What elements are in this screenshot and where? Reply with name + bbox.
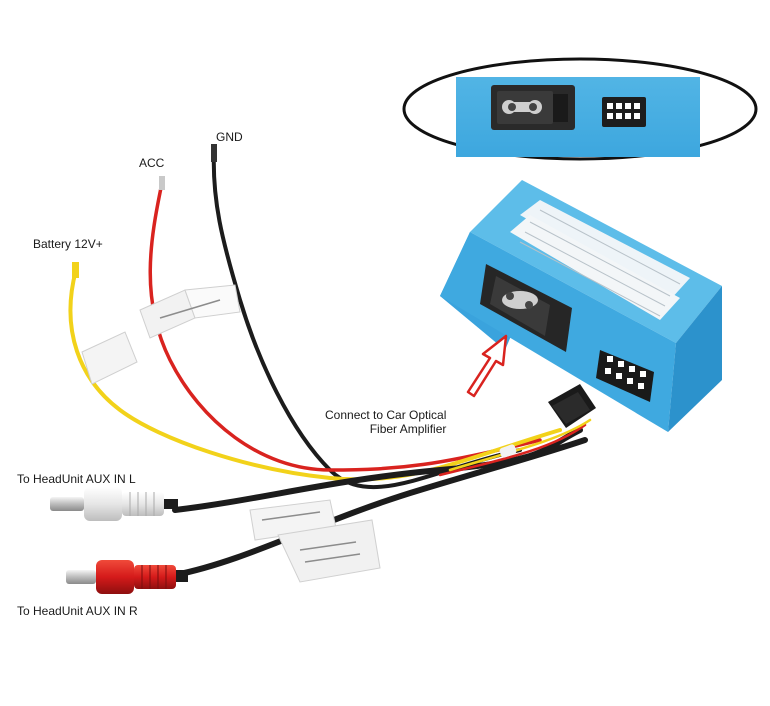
connect-label-line-2: Fiber Amplifier [369, 422, 447, 436]
fiber-optic-socket-icon [491, 85, 575, 130]
battery-wire-tip [72, 262, 79, 278]
connector-detail-inset [402, 57, 758, 161]
pointer-arrow-icon [466, 334, 508, 398]
module-fiber-socket-icon [480, 264, 572, 352]
amplifier-module-box [440, 180, 722, 432]
rca-plug-white [50, 487, 178, 521]
rca-plug-red [66, 560, 188, 594]
connect-label-line-1: Connect to Car Optical [325, 408, 447, 422]
aux-in-r-label: To HeadUnit AUX IN R [17, 604, 138, 618]
gnd-label: GND [216, 130, 243, 144]
module-pin-header-icon [596, 350, 654, 402]
harness-connector [499, 384, 596, 458]
battery-label: Battery 12V+ [33, 237, 103, 251]
aux-in-l-label: To HeadUnit AUX IN L [17, 472, 136, 486]
gnd-wire-tip [211, 144, 217, 162]
acc-label: ACC [139, 156, 165, 170]
connect-fiber-amplifier-label: Connect to Car Optical Fiber Amplifier [325, 408, 446, 436]
wire-tags [81, 284, 381, 583]
wire-harness [68, 148, 592, 578]
acc-wire-tip [159, 176, 165, 190]
pin-header-socket-icon [602, 97, 646, 127]
